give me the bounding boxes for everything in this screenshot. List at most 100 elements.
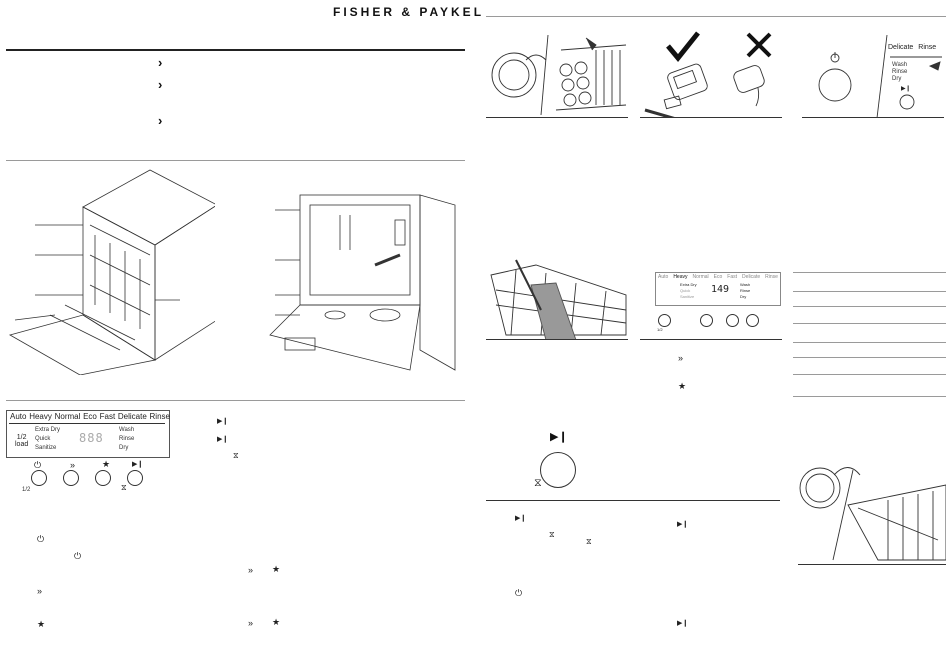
option-sanitize: Sanitize <box>35 445 57 451</box>
option-quick: Quick <box>35 436 51 442</box>
start-button[interactable] <box>127 470 143 486</box>
table-rule <box>793 323 946 324</box>
section-rule <box>6 400 465 401</box>
header-rule <box>486 16 946 17</box>
delay-icon: ⧖ <box>586 537 592 546</box>
digital-display: 149 <box>711 284 730 295</box>
power-icon: ⏻ <box>37 534 45 544</box>
chevron-icon: › <box>158 55 163 70</box>
program-eco[interactable]: Eco <box>83 412 97 421</box>
program-fast[interactable]: Fast <box>99 412 116 421</box>
star-icon: ★ <box>272 617 281 627</box>
play-pause-icon: ▶❙ <box>515 515 527 522</box>
header-rule <box>6 49 465 51</box>
table-rule <box>793 342 946 343</box>
program-heavy[interactable]: Heavy <box>29 412 52 421</box>
power-icon: ⏻ <box>34 460 42 470</box>
program-auto[interactable]: Auto <box>658 274 669 280</box>
start-button[interactable] <box>746 314 759 327</box>
program-auto[interactable]: Auto <box>10 412 27 421</box>
option-button[interactable] <box>726 314 739 327</box>
program-fast[interactable]: Fast <box>727 274 738 280</box>
program-normal[interactable]: Normal <box>54 412 81 421</box>
figure-rule <box>798 564 946 565</box>
section-rule <box>486 500 780 501</box>
dishwasher-open-illustration <box>269 194 456 371</box>
start-button-large[interactable] <box>540 452 576 488</box>
control-panel: Auto Heavy Normal Eco Fast Delicate Rins… <box>6 410 170 458</box>
status-dry: Dry <box>119 445 129 451</box>
status-wash: Wash <box>119 427 135 433</box>
option-button[interactable] <box>95 470 111 486</box>
program-list: Auto Heavy Normal Eco Fast Delicate Rins… <box>10 412 170 421</box>
salt-loading-illustration <box>491 34 627 116</box>
option-extra-dry: Extra Dry <box>680 282 697 287</box>
panel-divider <box>9 423 165 424</box>
rack-adjust-illustration <box>490 259 627 340</box>
star-icon: ★ <box>272 564 281 574</box>
play-pause-icon: ▶❙ <box>217 436 229 443</box>
power-button[interactable] <box>31 470 47 486</box>
play-pause-icon: ▶❙ <box>901 86 911 92</box>
figure-rule <box>486 339 628 340</box>
dishwasher-front-illustration <box>8 169 215 375</box>
status-wash: Wash <box>892 62 908 68</box>
fast-forward-icon: » <box>248 565 254 575</box>
fast-forward-icon: » <box>70 460 76 470</box>
status-wash: Wash <box>740 282 751 287</box>
half-load-button-label: 1/2 <box>22 487 31 493</box>
status-rinse: Rinse <box>119 436 135 442</box>
program-button[interactable] <box>63 470 79 486</box>
program-rinse[interactable]: Rinse <box>765 274 778 280</box>
figure-rule <box>640 117 782 118</box>
fast-forward-icon: » <box>37 586 43 596</box>
program-delicate[interactable]: Delicate <box>117 412 147 421</box>
play-pause-icon: ▶❙ <box>132 461 144 468</box>
play-pause-icon: ▶❙ <box>677 521 689 528</box>
play-pause-icon: ▶❙ <box>677 620 689 627</box>
fast-forward-icon: » <box>248 618 254 628</box>
control-panel-detail: Auto Heavy Normal Eco Fast Delicate Rins… <box>655 272 781 306</box>
star-icon: ★ <box>102 459 111 469</box>
option-sanitize: Sanitize <box>680 294 695 299</box>
power-icon: ⏻ <box>74 551 82 561</box>
brand-logo: FISHER & PAYKEL <box>333 5 485 19</box>
status-rinse: Rinse <box>740 288 751 293</box>
chevron-icon: › <box>158 77 163 92</box>
table-rule <box>793 306 946 307</box>
delay-icon: ⧖ <box>121 483 127 492</box>
program-normal[interactable]: Normal <box>692 274 709 280</box>
delay-icon: ⧖ <box>534 477 542 489</box>
half-load-button-label: 1/2 <box>657 327 663 332</box>
power-button[interactable] <box>658 314 671 327</box>
play-pause-icon: ▶❙ <box>550 431 568 443</box>
status-dry: Dry <box>892 76 902 82</box>
option-extra-dry: Extra Dry <box>35 427 61 433</box>
delay-icon: ⧖ <box>549 530 555 539</box>
program-delicate[interactable]: Delicate <box>742 274 761 280</box>
table-rule <box>793 272 946 273</box>
program-list: Auto Heavy Normal Eco Fast Delicate Rins… <box>658 274 778 280</box>
program-eco[interactable]: Eco <box>713 274 723 280</box>
program-delicate[interactable]: Delicate <box>888 44 914 51</box>
rinse-panel-illustration <box>818 34 942 119</box>
table-rule <box>793 374 946 375</box>
program-heavy[interactable]: Heavy <box>673 274 688 280</box>
program-rinse[interactable]: Rinse <box>149 412 170 421</box>
table-rule <box>793 291 946 292</box>
fast-forward-icon: » <box>678 353 684 363</box>
delay-icon: ⧖ <box>233 451 239 460</box>
status-rinse: Rinse <box>892 69 908 75</box>
status-dry: Dry <box>740 294 747 299</box>
rinse-panel-programs: Delicate Rinse <box>888 44 936 51</box>
star-icon: ★ <box>37 619 46 629</box>
power-icon: ⏻ <box>515 588 523 598</box>
section-rule <box>6 160 465 161</box>
detergent-check-illustration <box>644 31 772 118</box>
program-rinse[interactable]: Rinse <box>918 44 937 51</box>
table-rule <box>793 357 946 358</box>
option-quick: Quick <box>680 288 691 293</box>
play-pause-icon: ▶❙ <box>217 418 229 425</box>
program-button[interactable] <box>700 314 713 327</box>
half-load-label: 1/2 load <box>15 434 29 448</box>
